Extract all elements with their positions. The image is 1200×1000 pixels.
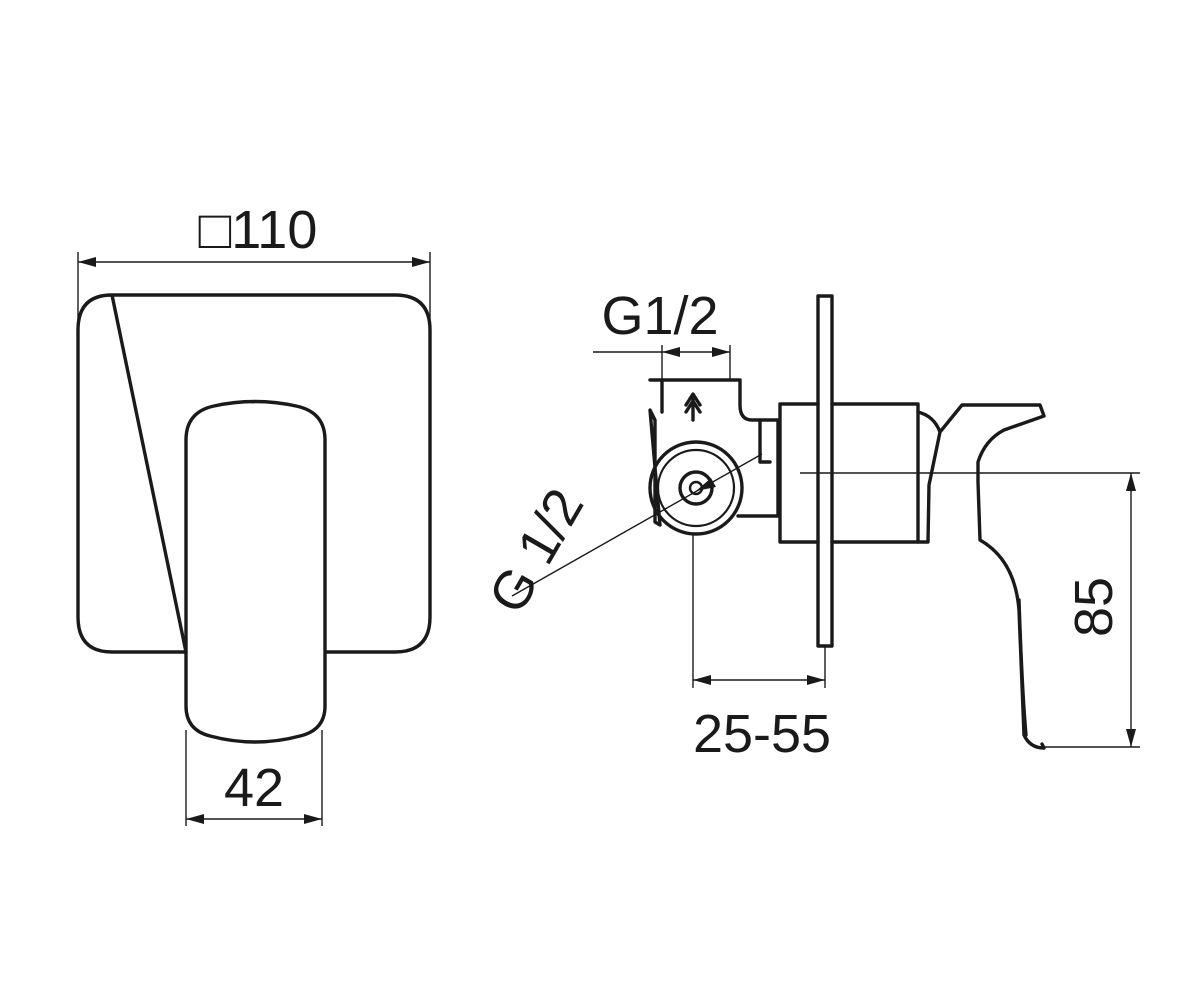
valve-body [648,378,780,527]
dim-110-label: □110 [199,200,318,260]
dim-g12-side-arrow [696,478,716,491]
dim-g12-top-arrow-right [712,347,730,357]
dim-g12-top-arrow-left [662,347,680,357]
side-inlet-inner [678,470,714,506]
side-wall-plate [816,294,834,648]
dim-42-arrow-left [186,814,204,824]
side-inlet-outer [648,440,744,536]
dim-42-label: 42 [224,758,284,818]
side-view: G1/2 G 1/2 25-55 85 [477,286,1140,764]
flow-arrow-icon [684,392,702,422]
side-inlet-ring [656,448,736,528]
dim-110-arrow-right [412,257,430,267]
dim-g12-side-label: G 1/2 [477,479,595,623]
dim-85-arrow-bottom [1126,729,1136,747]
dim-g12-top-label: G1/2 [601,286,718,346]
front-wall-plate [76,293,432,654]
dim-2555-arrow-right [807,675,825,685]
front-view: □110 42 [76,200,432,826]
dim-2555-label: 25-55 [693,704,831,764]
dim-2555-arrow-left [693,675,711,685]
lever-handle [916,403,1046,750]
lever-tip [1017,598,1028,737]
cartridge-body [778,402,820,544]
front-handle [184,399,327,744]
dim-g12-side-leader [511,453,763,597]
dim-110-arrow-left [78,257,96,267]
valve-inner-pipe [758,418,772,464]
dim-42-arrow-right [304,814,322,824]
dim-85-label: 85 [1064,577,1124,637]
dim-85-arrow-top [1126,473,1136,491]
